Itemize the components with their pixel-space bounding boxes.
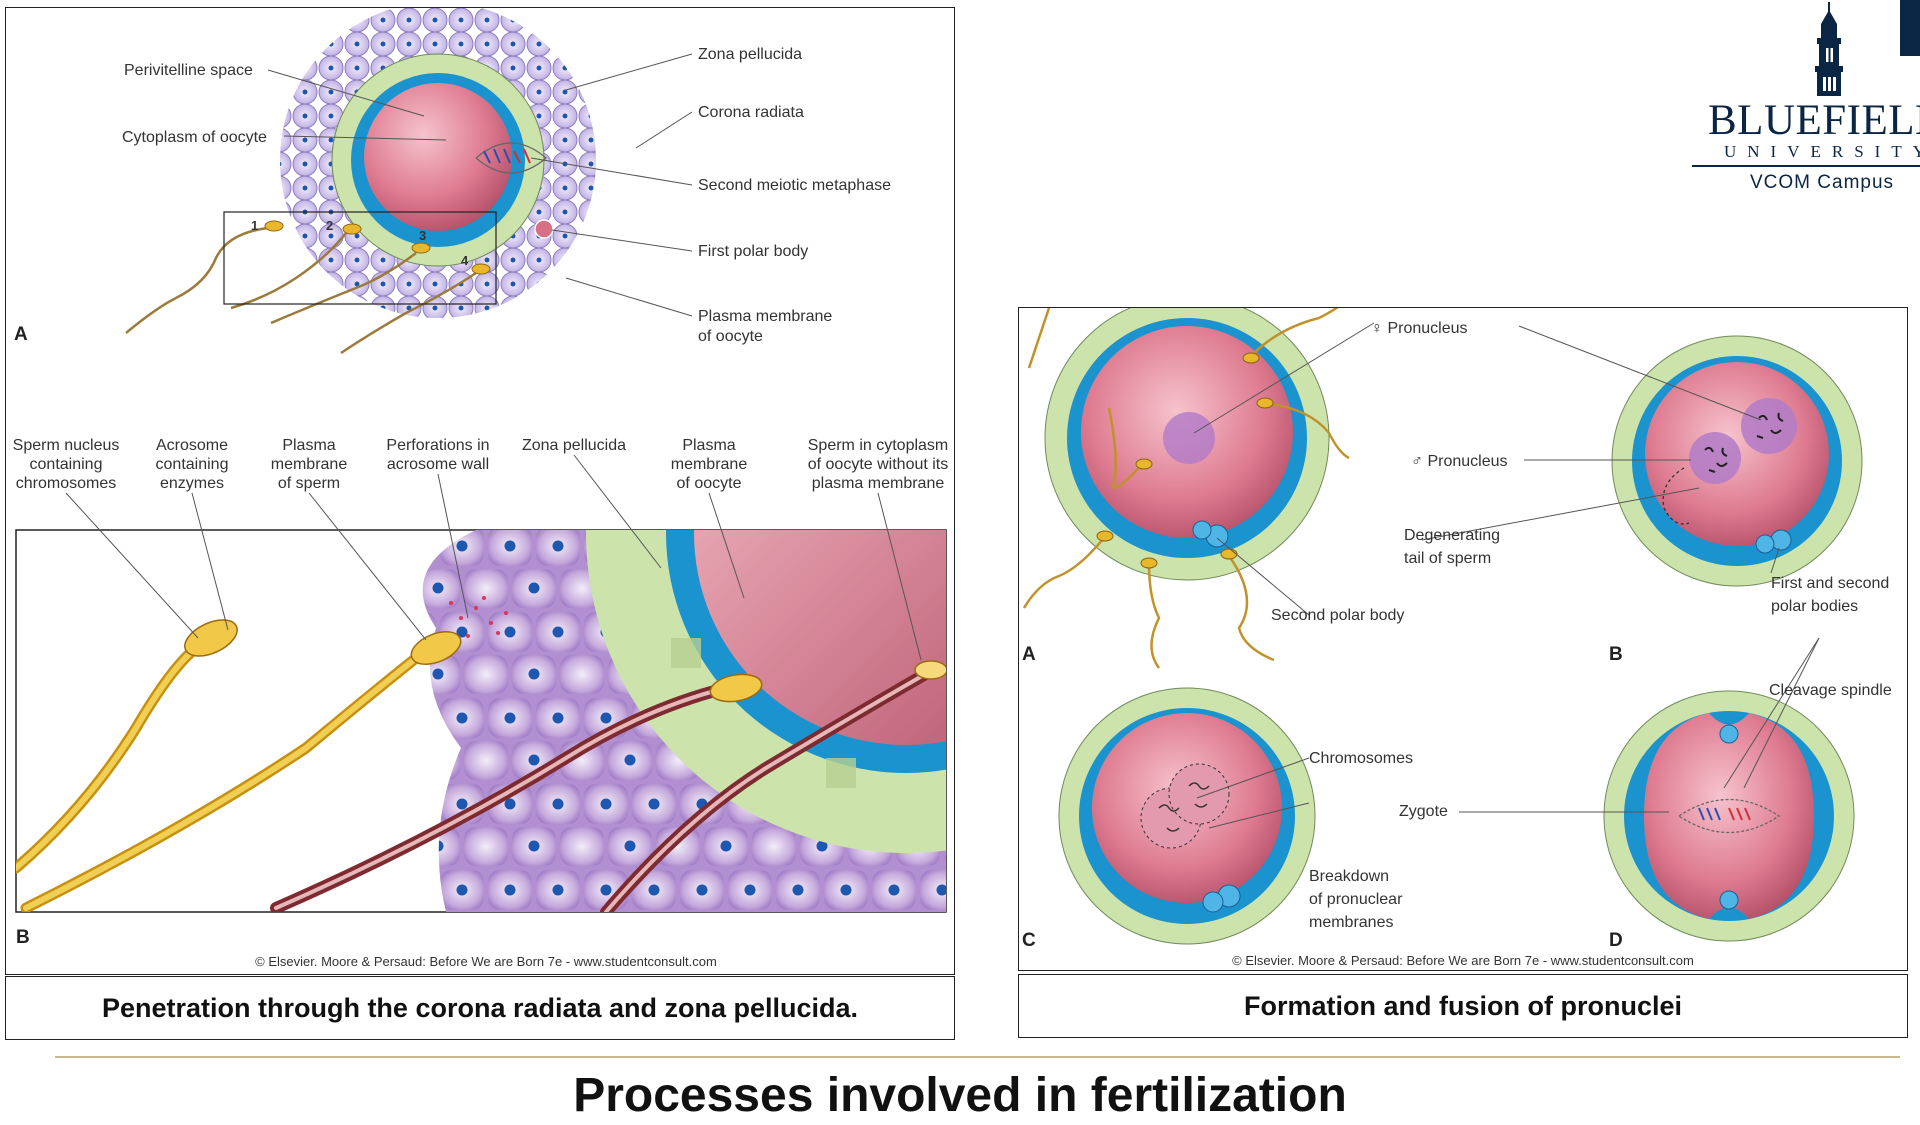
svg-text:Acrosome: Acrosome — [156, 437, 228, 454]
svg-text:membrane: membrane — [271, 456, 348, 473]
svg-text:containing: containing — [30, 456, 103, 473]
first-polar-body — [534, 219, 554, 239]
zona-patch — [671, 638, 701, 668]
svg-text:of oocyte without its: of oocyte without its — [808, 456, 949, 473]
zygote-cytoplasm — [1644, 713, 1814, 919]
svg-text:1: 1 — [251, 218, 258, 233]
part-b-letter: B — [16, 927, 30, 948]
male-pronucleus-b — [1689, 432, 1741, 484]
egg-a — [1022, 308, 1350, 669]
label-zona-pellucida: Zona pellucida — [698, 46, 802, 63]
logo-accent-bar — [1900, 0, 1920, 56]
sperm-tails-detail — [16, 642, 942, 912]
part-b-labels: Sperm nucleus containing chromosomes Acr… — [13, 437, 949, 492]
sperm-heads — [264, 220, 491, 275]
svg-text:Zona pellucida: Zona pellucida — [522, 437, 626, 454]
logo-university: UNIVERSITY — [1724, 142, 1920, 161]
female-pronucleus-b — [1741, 398, 1797, 454]
female-pronucleus-a — [1163, 412, 1215, 464]
label-breakdown-1: Breakdown — [1309, 868, 1389, 885]
penetration-detail — [15, 454, 947, 913]
label-plasma-membrane-oocyte-2: of oocyte — [698, 328, 763, 345]
meiotic-spindle — [475, 142, 547, 174]
label-male-pronucleus: ♂ Pronucleus — [1411, 453, 1508, 470]
label-polar-bodies-2: polar bodies — [1771, 598, 1858, 615]
copyright-right: © Elsevier. Moore & Persaud: Before We a… — [1232, 953, 1694, 968]
letter-d: D — [1609, 930, 1623, 951]
label-perivitelline: Perivitelline space — [124, 62, 253, 79]
oocyte-overview: 1 2 3 4 — [125, 8, 596, 355]
right-caption-text: Formation and fusion of pronuclei — [1244, 990, 1682, 1021]
zona-patch-2 — [826, 758, 856, 788]
label-second-polar-body: Second polar body — [1271, 607, 1404, 624]
label-cleavage-spindle: Cleavage spindle — [1769, 682, 1892, 699]
svg-text:4: 4 — [461, 253, 469, 268]
left-caption: Penetration through the corona radiata a… — [5, 976, 955, 1040]
label-degenerating-2: tail of sperm — [1404, 550, 1491, 567]
label-breakdown-2: of pronuclear — [1309, 891, 1403, 908]
sperm-numbers: 1 2 3 4 — [251, 218, 469, 268]
label-degenerating-1: Degenerating — [1404, 527, 1500, 544]
detail-box — [223, 211, 497, 305]
pronuclei-figure: ♀ Pronucleus ♂ Pronucleus Degenerating t… — [1018, 307, 1908, 971]
svg-text:Plasma: Plasma — [282, 437, 335, 454]
label-polar-bodies-1: First and second — [1771, 575, 1889, 592]
sperm-around-a — [1022, 308, 1350, 669]
tower-icon — [1815, 2, 1843, 96]
cleavage-spindle-d — [1678, 798, 1781, 834]
svg-text:Sperm in cytoplasm: Sperm in cytoplasm — [808, 437, 949, 454]
slide-title: Processes involved in fertilization — [573, 1069, 1347, 1122]
right-leaders — [1193, 322, 1820, 829]
acrosome-perforations — [449, 596, 508, 638]
part-b-leaders — [65, 454, 922, 661]
svg-text:Sperm nucleus: Sperm nucleus — [13, 437, 120, 454]
left-caption-text: Penetration through the corona radiata a… — [101, 992, 859, 1023]
part-a-letter: A — [14, 324, 28, 345]
pronuclei-diagram: ♀ Pronucleus ♂ Pronucleus Degenerating t… — [1022, 308, 1892, 968]
logo-wordmark: BLUEFIELD — [1708, 97, 1920, 144]
letter-c: C — [1022, 930, 1036, 951]
oocyte-cytoplasm-detail — [694, 530, 946, 745]
label-second-meiotic-metaphase: Second meiotic metaphase — [698, 177, 891, 194]
label-plasma-membrane-oocyte: Plasma membrane — [698, 308, 832, 325]
right-caption: Formation and fusion of pronuclei — [1018, 974, 1908, 1038]
egg-b — [1611, 335, 1863, 587]
svg-text:chromosomes: chromosomes — [16, 475, 116, 492]
svg-text:of sperm: of sperm — [278, 475, 340, 492]
logo-divider — [1692, 165, 1920, 167]
university-logo: BLUEFIELD UNIVERSITY VCOM Campus — [1680, 0, 1920, 200]
svg-text:3: 3 — [419, 228, 426, 243]
svg-text:plasma membrane: plasma membrane — [812, 475, 945, 492]
label-female-pronucleus: ♀ Pronucleus — [1371, 320, 1468, 337]
oocyte-cytoplasm — [364, 83, 512, 231]
svg-text:enzymes: enzymes — [160, 475, 224, 492]
label-chromosomes: Chromosomes — [1309, 750, 1413, 767]
svg-text:membrane: membrane — [671, 456, 748, 473]
copyright-left: © Elsevier. Moore & Persaud: Before We a… — [255, 954, 717, 969]
penetration-diagram: 1 2 3 4 Perivitelline space Cytoplasm of… — [13, 8, 949, 969]
chromosomes-c — [1158, 782, 1210, 832]
label-first-polar-body: First polar body — [698, 243, 808, 260]
letter-b: B — [1609, 644, 1623, 665]
title-divider — [55, 1056, 1900, 1058]
fertilization-penetration-figure: 1 2 3 4 Perivitelline space Cytoplasm of… — [5, 7, 955, 975]
approaching-sperm — [125, 226, 477, 355]
egg-c — [1058, 687, 1316, 945]
svg-text:Plasma: Plasma — [682, 437, 735, 454]
label-corona-radiata: Corona radiata — [698, 104, 804, 121]
svg-text:containing: containing — [156, 456, 229, 473]
svg-text:2: 2 — [326, 218, 333, 233]
egg-d — [1603, 690, 1855, 942]
svg-text:of oocyte: of oocyte — [677, 475, 742, 492]
label-zygote: Zygote — [1399, 803, 1448, 820]
letter-a: A — [1022, 644, 1036, 665]
part-a-leaders — [267, 53, 693, 317]
label-cytoplasm-oocyte: Cytoplasm of oocyte — [122, 129, 267, 146]
sperm-heads-detail — [184, 619, 946, 703]
label-breakdown-3: membranes — [1309, 914, 1393, 931]
chromatin-b — [1704, 412, 1784, 473]
logo-campus: VCOM Campus — [1750, 172, 1895, 193]
svg-text:Perforations in: Perforations in — [386, 437, 489, 454]
svg-text:acrosome wall: acrosome wall — [387, 456, 489, 473]
